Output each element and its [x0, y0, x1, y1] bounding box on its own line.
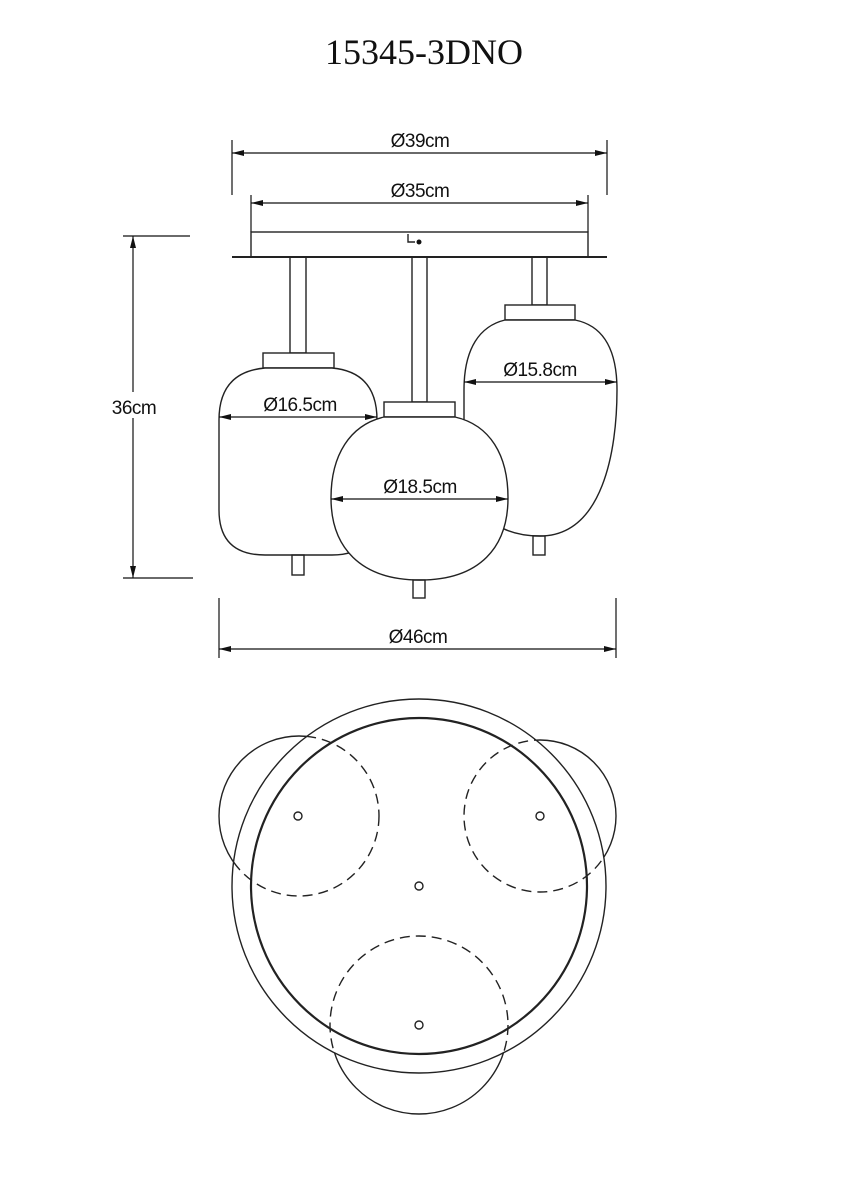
overall-diameter-label: Ø46cm: [389, 627, 448, 648]
top-view: [218, 698, 617, 1115]
mount-hole: [535, 811, 545, 821]
dimension-height: 36cm: [100, 235, 193, 579]
height-label: 36cm: [112, 398, 156, 419]
right-shade-outline-hidden: [463, 739, 617, 893]
dimension-canopy: Ø35cm: [250, 181, 589, 232]
bottom-shade-outline-hidden: [329, 935, 509, 1115]
right-shade-outline: [463, 739, 617, 893]
middle-shade-diameter-label: Ø18.5cm: [383, 477, 457, 498]
canopy-side-view: [232, 231, 607, 258]
center-hole: [414, 881, 424, 891]
mount-hole: [293, 811, 303, 821]
left-shade-diameter-label: Ø16.5cm: [263, 395, 337, 416]
left-shade-outline-hidden: [218, 735, 380, 897]
mount-hole: [414, 1020, 424, 1030]
dimension-outer-plate: Ø39cm: [231, 131, 608, 195]
left-shade-outline: [218, 735, 380, 897]
middle-pendant: Ø18.5cm: [330, 256, 509, 599]
product-code-title: 15345-3DNO: [325, 32, 523, 72]
canopy-diameter-label: Ø35cm: [391, 181, 450, 202]
hook-icon: [407, 234, 415, 243]
bottom-shade-outline: [329, 935, 509, 1115]
outer-plate-diameter-label: Ø39cm: [391, 131, 450, 152]
right-shade-diameter-label: Ø15.8cm: [503, 360, 577, 381]
dimension-overall: Ø46cm: [218, 598, 617, 658]
